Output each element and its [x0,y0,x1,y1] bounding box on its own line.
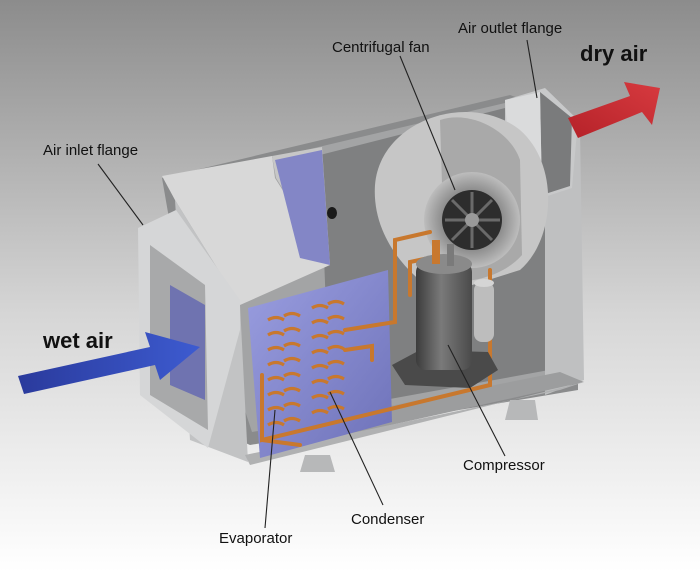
label-air-outlet-flange: Air outlet flange [458,20,563,37]
leader-centrifugal-fan [399,55,456,191]
label-dry-air: dry air [580,41,648,66]
wet-air-arrow [18,332,200,394]
label-evaporator: Evaporator [219,530,293,547]
label-air-inlet-flange: Air inlet flange [43,142,139,159]
leader-compressor [447,344,506,457]
leader-condenser [329,391,384,506]
label-centrifugal-fan: Centrifugal fan [332,39,430,56]
coil-pipes [267,299,345,427]
inlet-flange-duct [138,210,240,448]
centrifugal-fan [374,111,549,296]
dry-air-arrow [568,82,660,138]
leader-evaporator [264,409,276,529]
leader-lines [97,39,538,529]
leader-air-outlet-flange [526,39,538,99]
label-compressor: Compressor [463,457,545,474]
leader-air-inlet-flange [97,163,144,226]
label-condenser: Condenser [351,511,425,528]
label-wet-air: wet air [43,328,113,353]
compressor-body [392,240,498,388]
